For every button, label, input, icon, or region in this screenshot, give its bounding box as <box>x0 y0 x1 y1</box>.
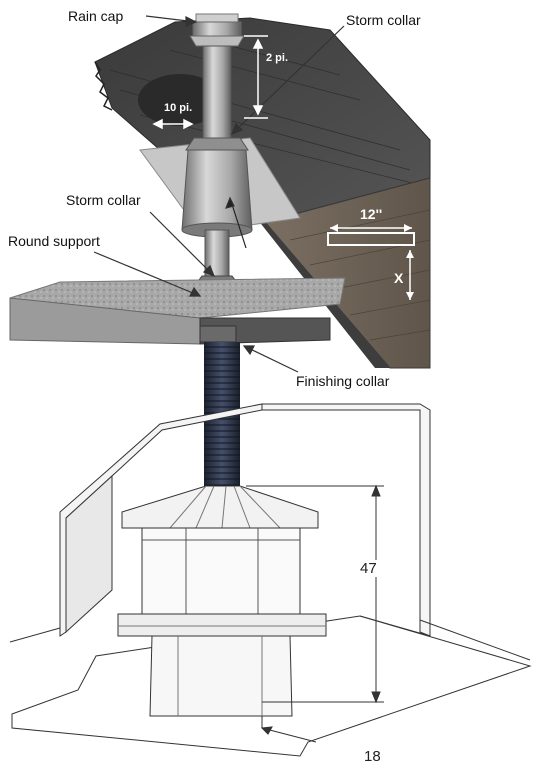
round-support-leader <box>93 251 201 297</box>
stove-base-ring <box>117 613 327 637</box>
ceiling-section <box>9 277 346 345</box>
clearance-side-label: 10 pi. <box>164 102 193 114</box>
stove-pedestal <box>149 635 293 717</box>
finishing-collar-label: Finishing collar <box>296 373 390 389</box>
chimney-pipe <box>181 13 253 315</box>
roof-rise-label: X <box>394 270 404 286</box>
rain-cap-flare <box>189 35 245 47</box>
height-dimension <box>246 484 384 704</box>
finishing-collar <box>199 325 237 343</box>
storm-collar-upper <box>185 137 249 151</box>
storm-collar-mid-leader <box>149 211 215 277</box>
storm-collar-mid-label: Storm collar <box>66 192 141 208</box>
flashing-boot <box>181 149 253 231</box>
roof-run-label: 12'' <box>360 206 383 222</box>
stove-body-panels <box>142 528 300 614</box>
pipe-above-roof-label: 2 pi. <box>266 52 289 64</box>
roof-dimension-marks <box>152 35 268 130</box>
stove-height-label: 47 <box>360 560 377 577</box>
rain-cap-top <box>195 13 239 23</box>
slope-indicator <box>327 224 415 300</box>
right-wall <box>261 403 431 637</box>
rain-cap-label: Rain cap <box>68 8 124 24</box>
stove-top-cap <box>121 485 319 529</box>
round-support-label: Round support <box>8 233 100 249</box>
finishing-collar-leader <box>243 345 299 373</box>
clearance-dimension <box>260 716 317 743</box>
roof-shingle-edge <box>94 61 113 111</box>
floor-clearance-label: 18 <box>364 748 381 765</box>
stove-body <box>141 527 301 615</box>
rain-cap-body <box>192 21 242 37</box>
left-wall <box>59 403 263 637</box>
callout-leaders <box>93 15 345 373</box>
left-wall-panel <box>65 474 113 634</box>
pipe-upper <box>202 45 232 147</box>
roof-opening-shadow <box>138 74 222 126</box>
stove-top-facets <box>169 485 281 529</box>
soffit-boards <box>289 209 431 341</box>
storm-collar-top-label: Storm collar <box>346 12 421 28</box>
stove <box>117 485 327 717</box>
storm-collar-top-leader <box>231 25 345 135</box>
